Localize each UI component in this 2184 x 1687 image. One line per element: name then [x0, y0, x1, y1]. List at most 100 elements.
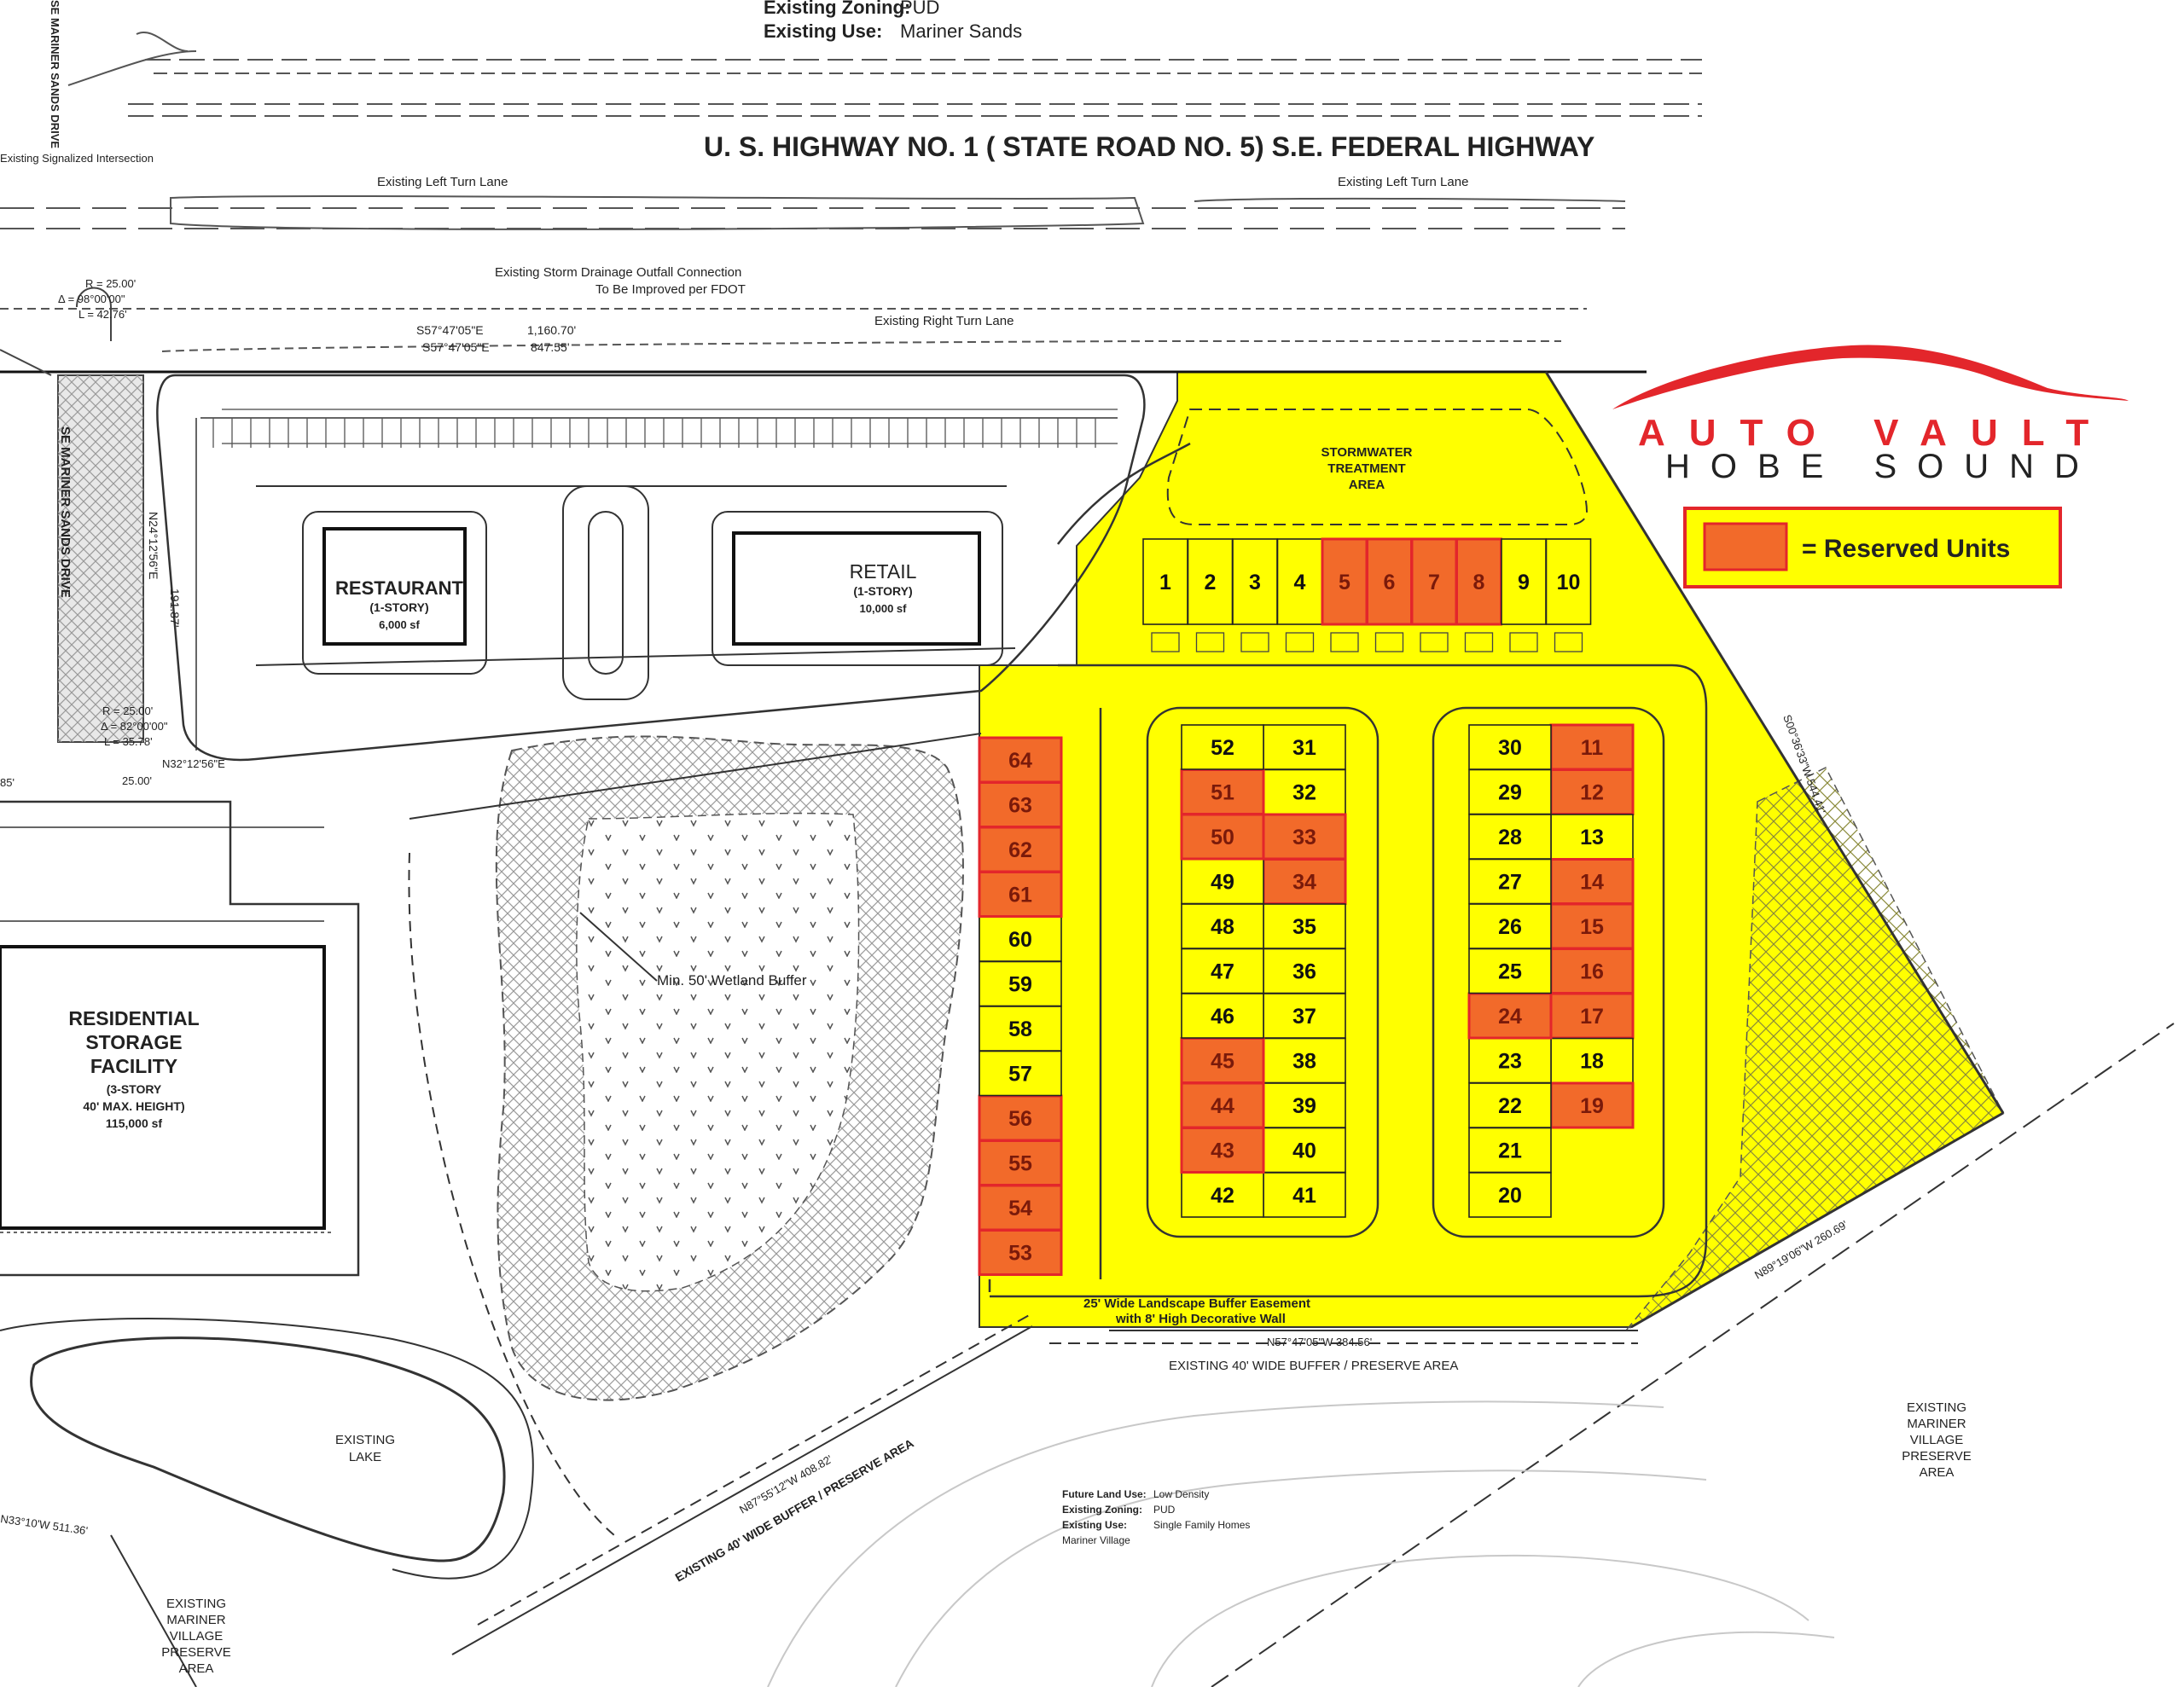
unit-label-36: 36 [1292, 960, 1316, 984]
garage-door-mark [1509, 632, 1538, 652]
unit-label-31: 31 [1292, 736, 1316, 760]
south-zoning-value: PUD [1153, 1504, 1176, 1516]
unit-label-26: 26 [1498, 915, 1522, 939]
left-turn-lane-1: Existing Left Turn Lane [377, 175, 508, 189]
garage-door-mark [1240, 632, 1269, 652]
storm-drainage-label-2: To Be Improved per FDOT [595, 282, 746, 297]
buffer-south: EXISTING 40' WIDE BUFFER / PRESERVE AREA [1169, 1359, 1458, 1373]
wetland-label: Min. 50' Wetland Buffer [657, 972, 807, 988]
road-label-top: SE MARINER SANDS DRIVE [49, 0, 61, 148]
storage-unit-29 [1468, 768, 1552, 815]
unit-label-2: 2 [1205, 571, 1217, 594]
unit-label-23: 23 [1498, 1050, 1522, 1074]
storage-unit-32 [1263, 768, 1346, 815]
storage-unit-48 [1181, 903, 1264, 949]
unit-label-11: 11 [1581, 736, 1604, 760]
garage-door-mark [1195, 632, 1225, 652]
unit-label-43: 43 [1211, 1139, 1234, 1163]
zoning-label: Existing Zoning: [764, 0, 910, 18]
curve2-r: R = 25.00' [102, 704, 153, 717]
brand-line2: HOBE SOUND [1665, 448, 2100, 485]
storage-unit-18 [1550, 1037, 1634, 1084]
left-turn-lane-2: Existing Left Turn Lane [1338, 175, 1468, 189]
unit-label-3: 3 [1249, 571, 1261, 594]
unit-label-42: 42 [1211, 1184, 1234, 1208]
preserve-east-4: PRESERVE [1902, 1449, 1971, 1464]
unit-label-4: 4 [1294, 571, 1306, 594]
curve1-l: L = 42.76' [78, 308, 127, 321]
garage-door-mark [1374, 632, 1404, 652]
bearing4: N32°12'56"E [162, 757, 225, 770]
unit-label-29: 29 [1498, 781, 1522, 805]
unit-label-9: 9 [1518, 571, 1530, 594]
south-line-dim: N57°47'05"W 384.56' [1267, 1336, 1372, 1348]
south-land-use-label: Future Land Use: [1062, 1488, 1147, 1500]
property-lines [110, 371, 2175, 1687]
bearing2: S57°47'05"E [422, 340, 490, 354]
preserve-east-3: VILLAGE [1910, 1433, 1964, 1447]
restaurant-area: 6,000 sf [379, 618, 420, 631]
preserve-sw-2: MARINER [166, 1613, 225, 1627]
unit-label-44: 44 [1211, 1094, 1234, 1118]
unit-label-20: 20 [1498, 1184, 1522, 1208]
storage-unit-58 [979, 1006, 1062, 1052]
right-turn-lane: Existing Right Turn Lane [874, 314, 1014, 328]
south-zoning-label: Existing Zoning: [1062, 1504, 1142, 1516]
storage-unit-27 [1468, 858, 1552, 905]
legend-label: = Reserved Units [1802, 535, 2010, 563]
use-value: Mariner Sands [900, 20, 1022, 42]
unit-label-53: 53 [1008, 1242, 1032, 1266]
unit-label-54: 54 [1008, 1197, 1032, 1220]
reserved-unit-45 [1180, 1037, 1265, 1084]
storage-unit-4 [1276, 538, 1323, 625]
residential-name3: FACILITY [90, 1055, 177, 1077]
south-use-label: Existing Use: [1062, 1519, 1127, 1531]
unit-label-52: 52 [1211, 736, 1234, 760]
unit-label-48: 48 [1211, 915, 1234, 939]
lake-line1: EXISTING [335, 1433, 395, 1447]
landscape-buffer-2: with 8' High Decorative Wall [1115, 1312, 1286, 1326]
stormwater-line1: STORMWATER [1321, 445, 1413, 460]
garage-door-mark [1420, 632, 1449, 652]
residential-name1: RESIDENTIAL [68, 1007, 199, 1029]
unit-label-58: 58 [1008, 1017, 1032, 1041]
storage-unit-20 [1468, 1172, 1552, 1218]
preserve-sw-3: VILLAGE [170, 1629, 224, 1644]
unit-label-57: 57 [1008, 1063, 1032, 1087]
reserved-unit-51 [1180, 768, 1265, 815]
reserved-unit-16 [1549, 948, 1635, 994]
highway-title: U. S. HIGHWAY NO. 1 ( STATE ROAD NO. 5) … [704, 131, 1594, 162]
south-land-use-value: Low Density [1153, 1488, 1209, 1500]
retail-building [732, 531, 981, 646]
stub-dim: 85' [0, 776, 15, 789]
storage-unit-30 [1468, 724, 1552, 770]
storage-block-b-outline [1432, 706, 1665, 1238]
unit-label-47: 47 [1211, 960, 1234, 984]
dist3: 191.87' [168, 588, 182, 628]
unit-label-41: 41 [1292, 1184, 1316, 1208]
unit-label-6: 6 [1384, 571, 1396, 594]
unit-label-55: 55 [1008, 1152, 1032, 1176]
car-silhouette-logo [1612, 345, 2129, 409]
unit-label-51: 51 [1211, 781, 1234, 805]
reserved-unit-19 [1549, 1081, 1635, 1129]
dist1: 1,160.70' [527, 323, 576, 337]
unit-label-24: 24 [1498, 1005, 1522, 1029]
retail-area: 10,000 sf [860, 602, 908, 615]
reserved-unit-7 [1410, 537, 1458, 626]
curve1-delta: Δ = 98°00'00" [58, 293, 125, 305]
road-label-side: SE MARINER SANDS DRIVE [58, 426, 73, 598]
unit-label-5: 5 [1339, 571, 1350, 594]
unit-label-32: 32 [1292, 781, 1316, 805]
unit-label-40: 40 [1292, 1139, 1316, 1163]
garage-door-mark [1151, 632, 1180, 652]
residential-height: 40' MAX. HEIGHT) [83, 1099, 184, 1113]
storage-unit-21 [1468, 1127, 1552, 1174]
commercial-parcel [156, 374, 1146, 762]
brand-line1: AUTO VAULT [1638, 412, 2112, 454]
garage-door-mark [1285, 632, 1315, 652]
residential-name2: STORAGE [85, 1031, 182, 1053]
dist2: 847.55' [531, 340, 570, 354]
storage-unit-3 [1232, 538, 1278, 625]
